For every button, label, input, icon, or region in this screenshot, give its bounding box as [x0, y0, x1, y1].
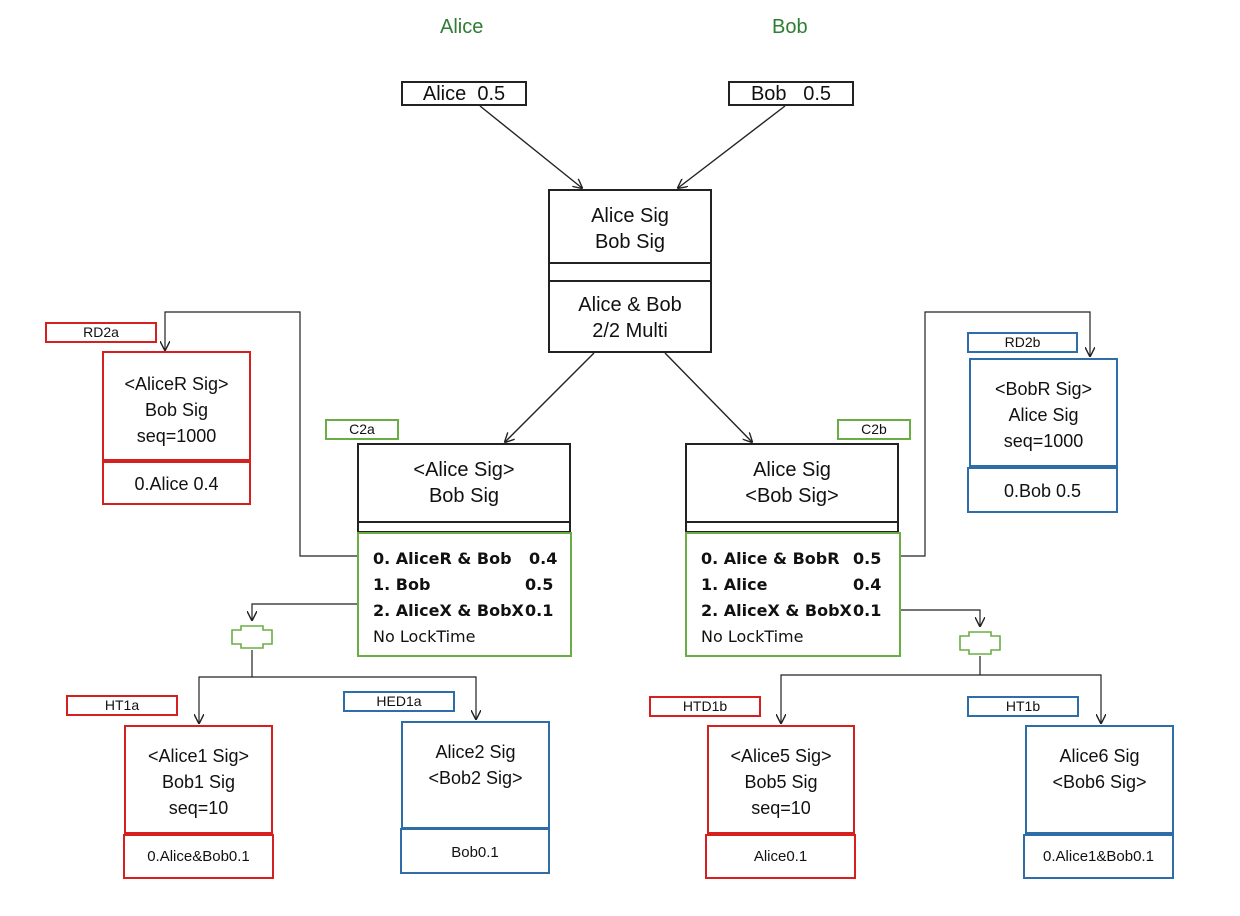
ht1a-line3: seq=10: [168, 798, 229, 818]
c2a-sig-alice: <Alice Sig>: [413, 459, 515, 481]
hed1a-line2: <Bob2 Sig>: [428, 768, 523, 788]
gate-b-icon: [959, 631, 1001, 655]
ht1a-transaction: <Alice1 Sig> Bob1 Sig seq=10: [124, 725, 273, 834]
tag-rd2b: RD2b: [967, 332, 1078, 353]
rd2b-transaction: <BobR Sig> Alice Sig seq=1000: [969, 358, 1118, 467]
arrow-gate-b-to-ht1b: [980, 674, 1101, 723]
funding-sig-bob: Bob Sig: [594, 231, 666, 253]
ht1b-line2: <Bob6 Sig>: [1052, 772, 1147, 792]
rd2a-transaction: <AliceR Sig> Bob Sig seq=1000: [102, 351, 251, 461]
c2a-locktime: No LockTime: [373, 627, 476, 646]
arrow-c2b-to-rd2b: [888, 311, 1090, 557]
input-bob: Bob 0.5: [728, 81, 854, 106]
header-bob: Bob: [772, 16, 808, 38]
funding-sig-alice: Alice Sig: [591, 205, 669, 227]
arrow-bob-to-funding: [678, 105, 786, 188]
rd2a-line1: <AliceR Sig>: [124, 374, 229, 394]
ht1b-line1: Alice6 Sig: [1059, 746, 1140, 766]
rd2b-line1: <BobR Sig>: [994, 379, 1093, 399]
rd2a-output: 0.Alice 0.4: [102, 461, 251, 505]
arrow-c2a-to-rd2a: [165, 311, 358, 557]
c2b-sig-bob: <Bob Sig>: [745, 485, 839, 507]
htd1b-output: Alice0.1: [705, 834, 856, 879]
ht1a-line2: Bob1 Sig: [161, 772, 236, 792]
c2a-sig-bob: Bob Sig: [428, 485, 500, 507]
arrow-gate-a-to-ht1a: [199, 676, 252, 723]
c2b-locktime: No LockTime: [701, 627, 804, 646]
ht1b-output: 0.Alice1&Bob0.1: [1023, 834, 1174, 879]
tag-c2b: C2b: [837, 419, 911, 440]
tag-htd1b: HTD1b: [649, 696, 761, 717]
htd1b-line2: Bob5 Sig: [744, 772, 818, 792]
rd2b-line3: seq=1000: [1003, 431, 1084, 451]
gate-a-icon: [231, 625, 273, 649]
funding-output-type: 2/2 Multi: [592, 320, 668, 342]
rd2b-line2: Alice Sig: [1008, 405, 1079, 425]
arrow-gate-b-to-htd1b: [781, 674, 980, 723]
arrow-c2b-to-gate-b: [880, 609, 980, 626]
input-alice: Alice 0.5: [401, 81, 527, 106]
funding-output-owners: Alice & Bob: [578, 294, 682, 316]
ht1a-output: 0.Alice&Bob0.1: [123, 834, 274, 879]
rd2b-output: 0.Bob 0.5: [967, 467, 1118, 513]
tag-rd2a: RD2a: [45, 322, 157, 343]
ht1b-transaction: Alice6 Sig <Bob6 Sig>: [1025, 725, 1174, 834]
c2a-transaction: <Alice Sig> Bob Sig: [357, 443, 571, 533]
arrow-funding-to-c2a: [505, 352, 595, 442]
htd1b-transaction: <Alice5 Sig> Bob5 Sig seq=10: [707, 725, 855, 834]
hed1a-transaction: Alice2 Sig <Bob2 Sig>: [401, 721, 550, 829]
rd2a-line3: seq=1000: [136, 426, 217, 446]
htd1b-line3: seq=10: [751, 798, 811, 818]
hed1a-line1: Alice2 Sig: [435, 742, 516, 762]
c2b-sig-alice: Alice Sig: [753, 459, 831, 481]
funding-transaction: Alice Sig Bob Sig Alice & Bob 2/2 Multi: [548, 189, 712, 353]
arrow-alice-to-funding: [479, 105, 582, 188]
htd1b-line1: <Alice5 Sig>: [730, 746, 832, 766]
tag-c2a: C2a: [325, 419, 399, 440]
tag-hed1a: HED1a: [343, 691, 455, 712]
tag-ht1b: HT1b: [967, 696, 1079, 717]
tag-ht1a: HT1a: [66, 695, 178, 716]
arrow-funding-to-c2b: [664, 352, 752, 442]
arrow-gate-a-to-hed1a: [252, 676, 476, 719]
hed1a-output: Bob0.1: [400, 828, 550, 874]
ht1a-line1: <Alice1 Sig>: [147, 746, 250, 766]
c2b-transaction: Alice Sig <Bob Sig>: [685, 443, 899, 533]
header-alice: Alice: [440, 16, 484, 38]
arrow-c2a-to-gate-a: [252, 603, 372, 620]
rd2a-line2: Bob Sig: [144, 400, 209, 420]
